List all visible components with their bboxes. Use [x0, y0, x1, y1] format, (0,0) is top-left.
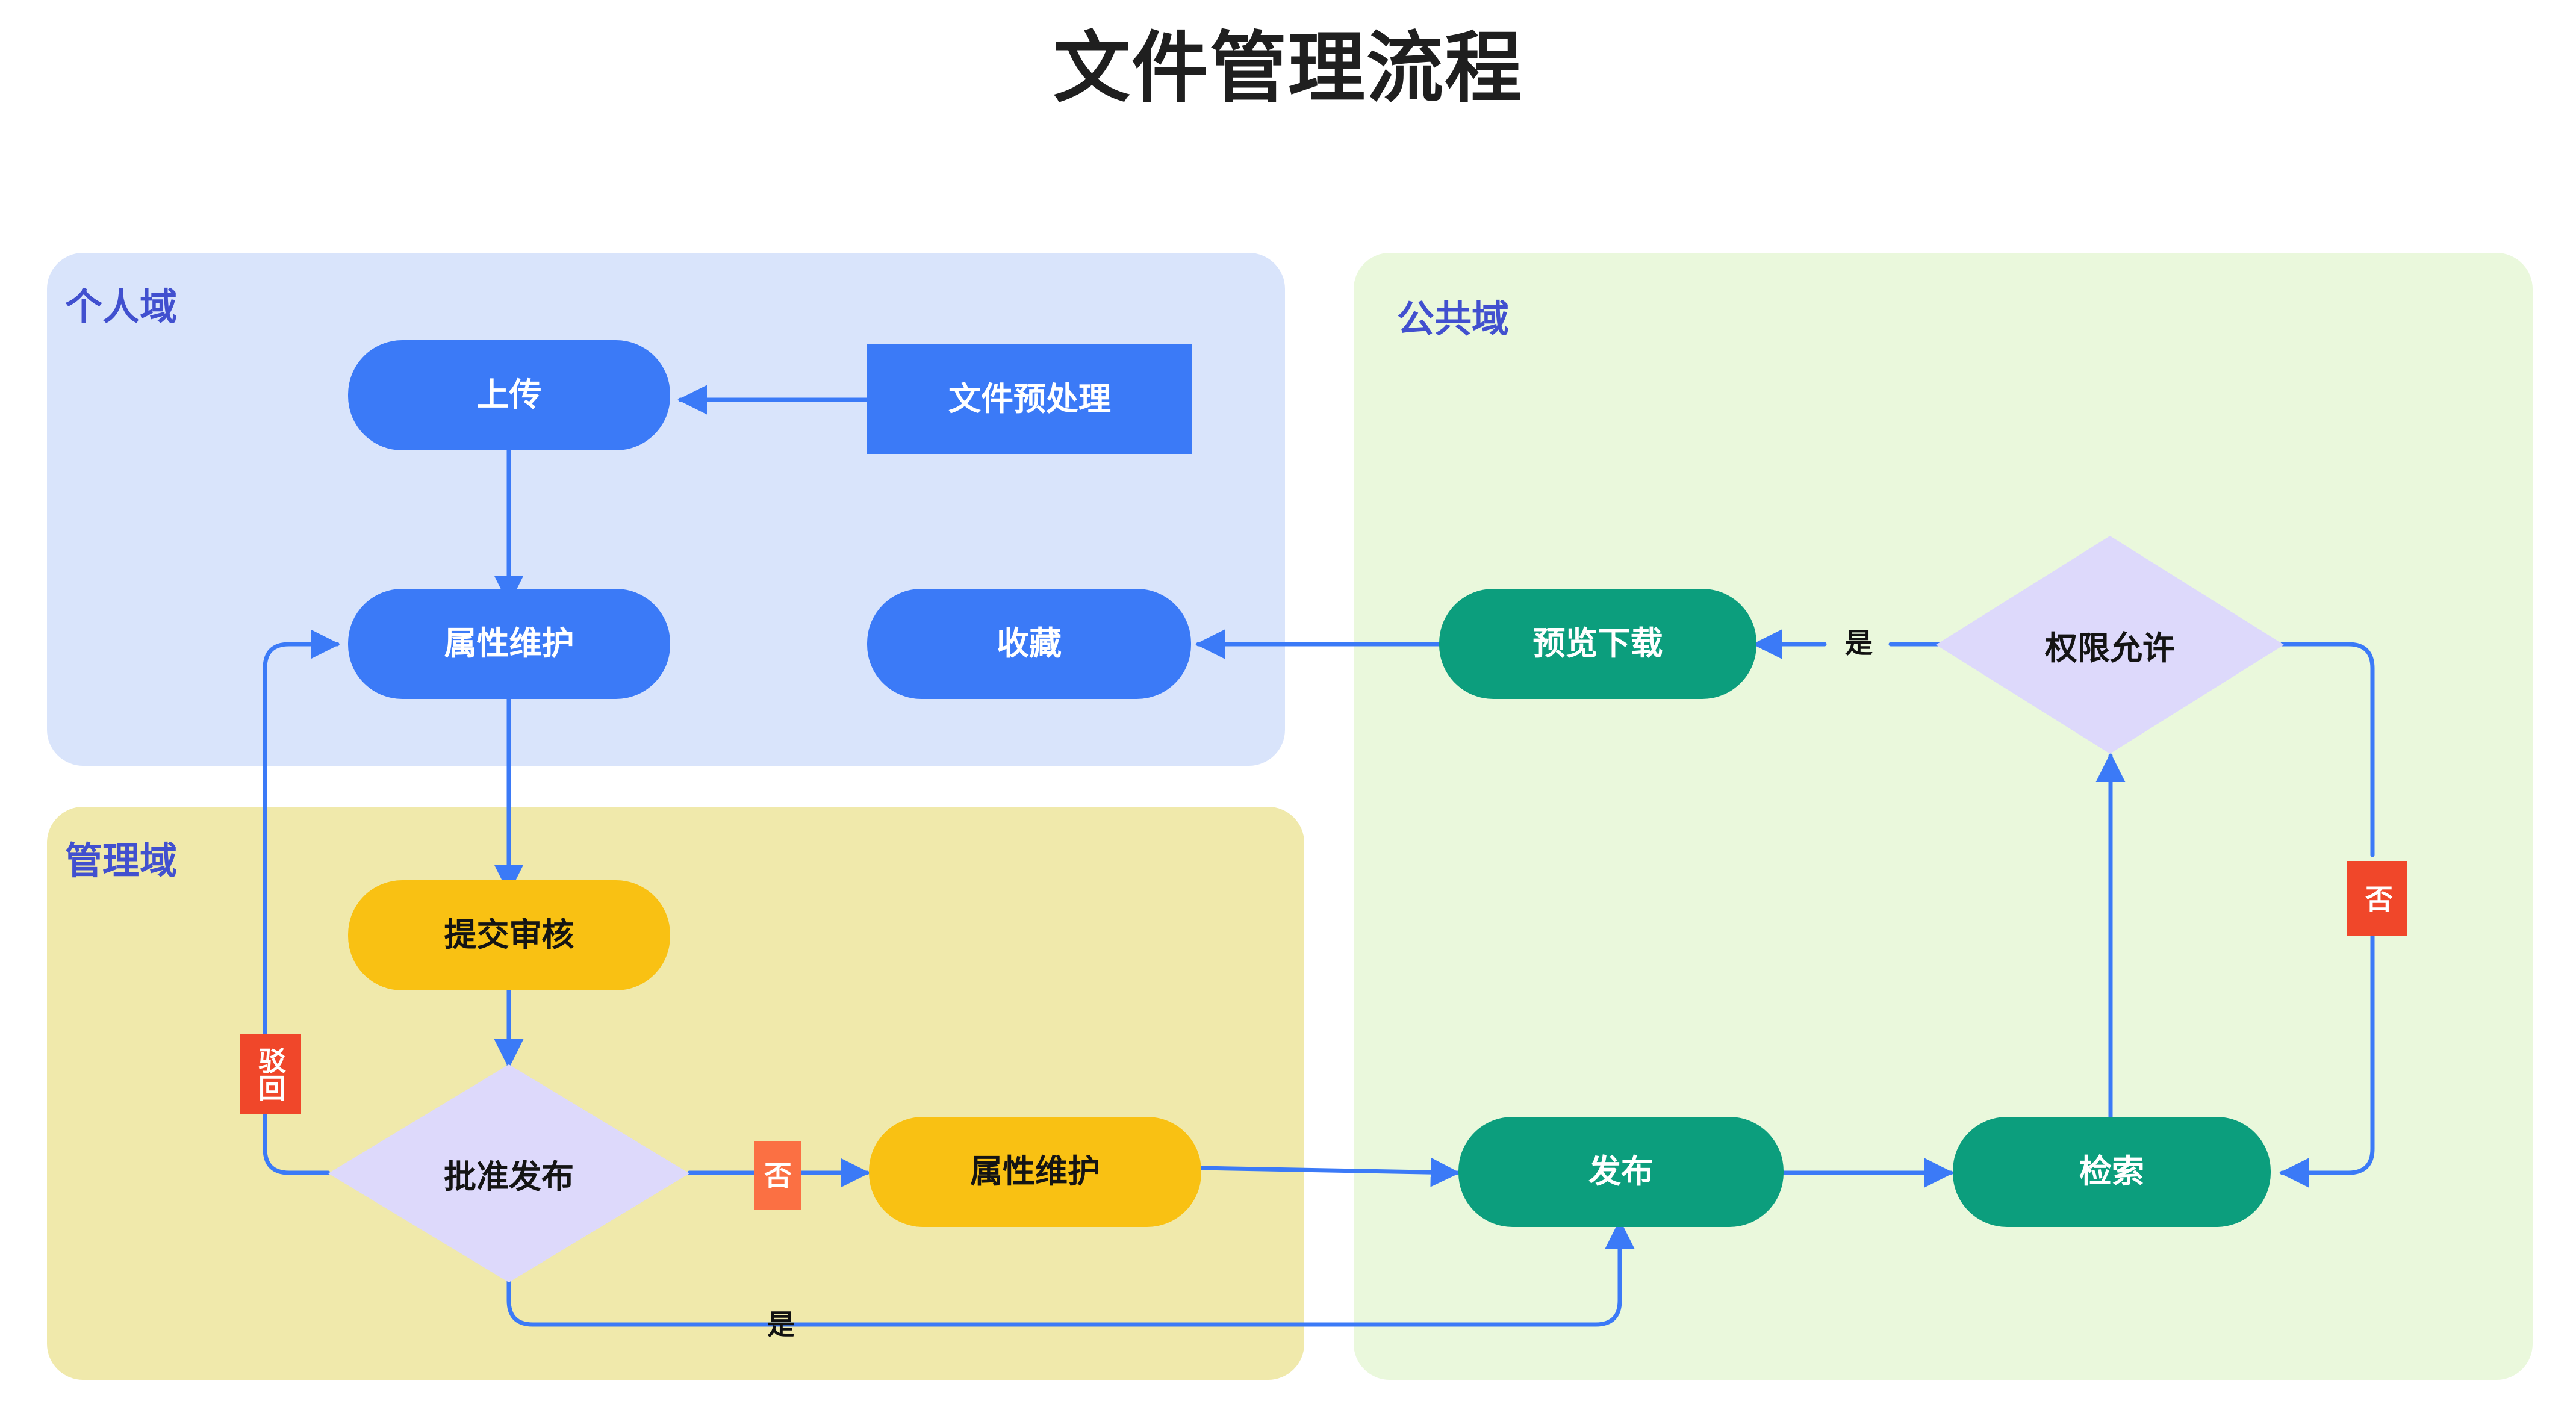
edge-label-reject: 驳回: [240, 1034, 301, 1114]
edge-label-yes-approve-text: 是: [767, 1309, 795, 1340]
edge-label-no-permission-text: 否: [2362, 884, 2393, 912]
node-permission-allowed-label: 权限允许: [2045, 630, 2175, 666]
node-attribute-maintenance-manage-label: 属性维护: [970, 1154, 1100, 1190]
lane-label-public-domain: 公共域: [1397, 299, 1510, 340]
lane-label-management-domain: 管理域: [65, 840, 178, 882]
node-upload[interactable]: 上传: [348, 340, 670, 450]
node-upload-label: 上传: [476, 377, 542, 414]
node-submit-review[interactable]: 提交审核: [348, 880, 670, 990]
node-file-preprocess-label: 文件预处理: [948, 380, 1111, 417]
node-publish-label: 发布: [1588, 1154, 1654, 1190]
node-submit-review-label: 提交审核: [444, 917, 574, 954]
node-search[interactable]: 检索: [1953, 1117, 2271, 1227]
node-preview-download-label: 预览下载: [1532, 626, 1663, 662]
node-preview-download[interactable]: 预览下载: [1439, 589, 1756, 699]
node-attribute-maintenance-personal-label: 属性维护: [444, 626, 574, 662]
node-attribute-maintenance-personal[interactable]: 属性维护: [348, 589, 670, 699]
edge-label-yes-permission: 是: [1832, 618, 1886, 668]
node-approve-publish[interactable]: 批准发布: [328, 1064, 689, 1282]
node-file-preprocess[interactable]: 文件预处理: [867, 344, 1192, 454]
node-permission-allowed[interactable]: 权限允许: [1936, 536, 2284, 754]
edge-label-yes-permission-text: 是: [1845, 627, 1873, 659]
edge-label-no-permission: 否: [2347, 861, 2407, 936]
node-publish[interactable]: 发布: [1458, 1117, 1784, 1227]
lane-label-personal-domain: 个人域: [65, 287, 178, 328]
node-search-label: 检索: [2079, 1154, 2144, 1190]
edge-label-yes-approve: 是: [754, 1299, 808, 1350]
node-favorite-label: 收藏: [997, 626, 1062, 662]
node-approve-publish-label: 批准发布: [444, 1158, 574, 1195]
page-title: 文件管理流程: [1053, 25, 1523, 111]
edge-label-no-approve-text: 否: [764, 1160, 792, 1191]
edge-label-no-approve: 否: [754, 1141, 801, 1210]
edge-label-reject-text: 驳回: [255, 1046, 286, 1102]
node-favorite[interactable]: 收藏: [867, 589, 1191, 699]
node-attribute-maintenance-manage[interactable]: 属性维护: [869, 1117, 1201, 1227]
